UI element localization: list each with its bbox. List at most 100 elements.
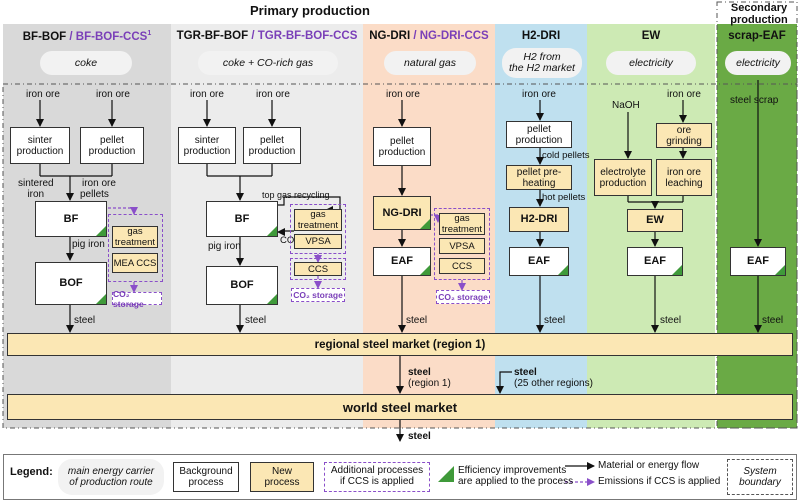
- box-vpsa-tgr: VPSA: [294, 234, 342, 249]
- label-iron-ore-ew: iron ore: [667, 89, 701, 100]
- title-bf-bof-b: BF-BOF-CCS: [75, 30, 148, 43]
- label-steel-other-regions: steel(25 other regions): [514, 367, 593, 389]
- label-steel-scrap: steel scrap: [730, 95, 779, 106]
- label-steel-tgr: steel: [245, 315, 267, 326]
- carrier-pill-bf-bof: coke: [40, 51, 132, 75]
- co2-storage-ngdri: CO₂ storage: [436, 290, 490, 304]
- label-steel-scrap-out: steel: [762, 315, 784, 326]
- world-steel-market: world steel market: [7, 394, 793, 420]
- carrier-scrap: electricity: [736, 56, 780, 69]
- label-pig-iron-bfbof: pig iron: [72, 239, 105, 250]
- label-hot-pellets: hot pellets: [542, 192, 586, 203]
- carrier-bf-bof: coke: [74, 56, 98, 69]
- title-bf-bof-a: BF-BOF: [22, 30, 67, 43]
- label-iron-ore-ngdri: iron ore: [386, 89, 420, 100]
- carrier-h2-1: H2 from: [523, 51, 561, 63]
- label-pig-iron-tgr: pig iron: [208, 241, 241, 252]
- title-tgr-sep: /: [248, 30, 258, 42]
- title-ew: EW: [641, 30, 661, 42]
- regional-steel-market: regional steel market (region 1): [7, 333, 793, 356]
- label-steel-bfbof: steel: [74, 315, 96, 326]
- label-naoh: NaOH: [612, 100, 640, 111]
- legend-title: Legend:: [10, 466, 53, 478]
- title-ngdri-sep: /: [410, 30, 420, 42]
- label-iron-ore-tgr-1: iron ore: [190, 89, 224, 100]
- box-ccs-ngdri: CCS: [439, 258, 485, 274]
- primary-production-header: Primary production: [250, 3, 370, 18]
- legend-ccs-box: [324, 462, 430, 492]
- box-h2-dri: H2-DRI: [509, 207, 569, 232]
- regional-market-label: regional steel market (region 1): [314, 338, 486, 351]
- label-steel-ew: steel: [660, 315, 682, 326]
- label-iron-ore-tgr-2: iron ore: [256, 89, 290, 100]
- column-scrap-eaf: [717, 24, 797, 428]
- world-market-label: world steel market: [342, 399, 458, 415]
- carrier-pill-scrap: electricity: [725, 51, 791, 75]
- label-steel-ngdri: steel: [406, 315, 428, 326]
- label-top-gas-recycling: top gas recycling: [262, 190, 330, 200]
- title-scrap-eaf: scrap-EAF: [728, 30, 786, 42]
- carrier-tgr: coke + CO-rich gas: [222, 56, 314, 69]
- label-final-steel: steel: [408, 431, 431, 442]
- carrier-pill-ew: electricity: [606, 51, 696, 75]
- title-tgr-a: TGR-BF-BOF: [176, 30, 249, 42]
- box-eaf-ew: EAF: [627, 247, 683, 276]
- box-bof-bfbof: BOF: [35, 262, 107, 305]
- title-h2-dri: H2-DRI: [521, 30, 561, 42]
- carrier-pill-ng-dri: natural gas: [384, 51, 476, 75]
- box-eaf-h2dri: EAF: [509, 247, 569, 276]
- legend-material-flow: Material or energy flow: [598, 460, 700, 471]
- ccs-group-bfbof: [108, 214, 163, 282]
- co2-storage-tgr: CO₂ storage: [291, 288, 345, 302]
- carrier-h2-2: the H2 market: [509, 62, 575, 74]
- title-ng-dri: NG-DRI / NG-DRI-CCS: [363, 30, 495, 42]
- title-bf-bof-sup: 1: [147, 30, 152, 37]
- box-bof-tgr: BOF: [206, 266, 278, 305]
- title-ngdri-b: NG-DRI-CCS: [419, 30, 489, 42]
- box-bf-tgr: BF: [206, 201, 278, 237]
- co2-storage-bfbof: CO₂ storage: [112, 289, 162, 309]
- box-ew: EW: [627, 209, 683, 232]
- carrier-pill-tgr: coke + CO-rich gas: [198, 51, 338, 75]
- ccs-group-ngdri: [434, 208, 490, 280]
- title-ngdri-a: NG-DRI: [369, 30, 411, 42]
- label-iron-ore-bfbof-1: iron ore: [26, 89, 60, 100]
- box-ng-dri: NG-DRI: [373, 196, 431, 230]
- label-steel-h2dri: steel: [544, 315, 566, 326]
- box-eaf-scrap: EAF: [730, 247, 786, 276]
- title-tgr-bf-bof: TGR-BF-BOF / TGR-BF-BOF-CCS: [171, 30, 363, 42]
- ccs-group-tgr: [290, 204, 346, 254]
- secondary-production-label: Secondary production: [730, 2, 788, 26]
- title-bf-bof: BF-BOF / BF-BOF-CCS1: [3, 30, 171, 43]
- box-mea-ccs: MEA CCS: [112, 253, 158, 273]
- box-vpsa-ngdri: VPSA: [439, 238, 485, 254]
- label-cold-pellets: cold pellets: [542, 150, 590, 161]
- label-iron-ore-bfbof-2: iron ore: [96, 89, 130, 100]
- box-bf-bfbof: BF: [35, 201, 107, 237]
- ccs-group-tgr-2: [290, 258, 346, 280]
- box-pellet-preheating: pellet pre-heating: [506, 165, 572, 190]
- label-iron-ore-h2dri: iron ore: [522, 89, 556, 100]
- label-steel-region-1: steel(region 1): [408, 367, 451, 389]
- legend-efficiency-triangle: [438, 466, 454, 482]
- box-ccs-tgr: CCS: [294, 262, 342, 276]
- carrier-ngdri: natural gas: [404, 56, 456, 69]
- secondary-production-header: Secondary production: [718, 2, 800, 26]
